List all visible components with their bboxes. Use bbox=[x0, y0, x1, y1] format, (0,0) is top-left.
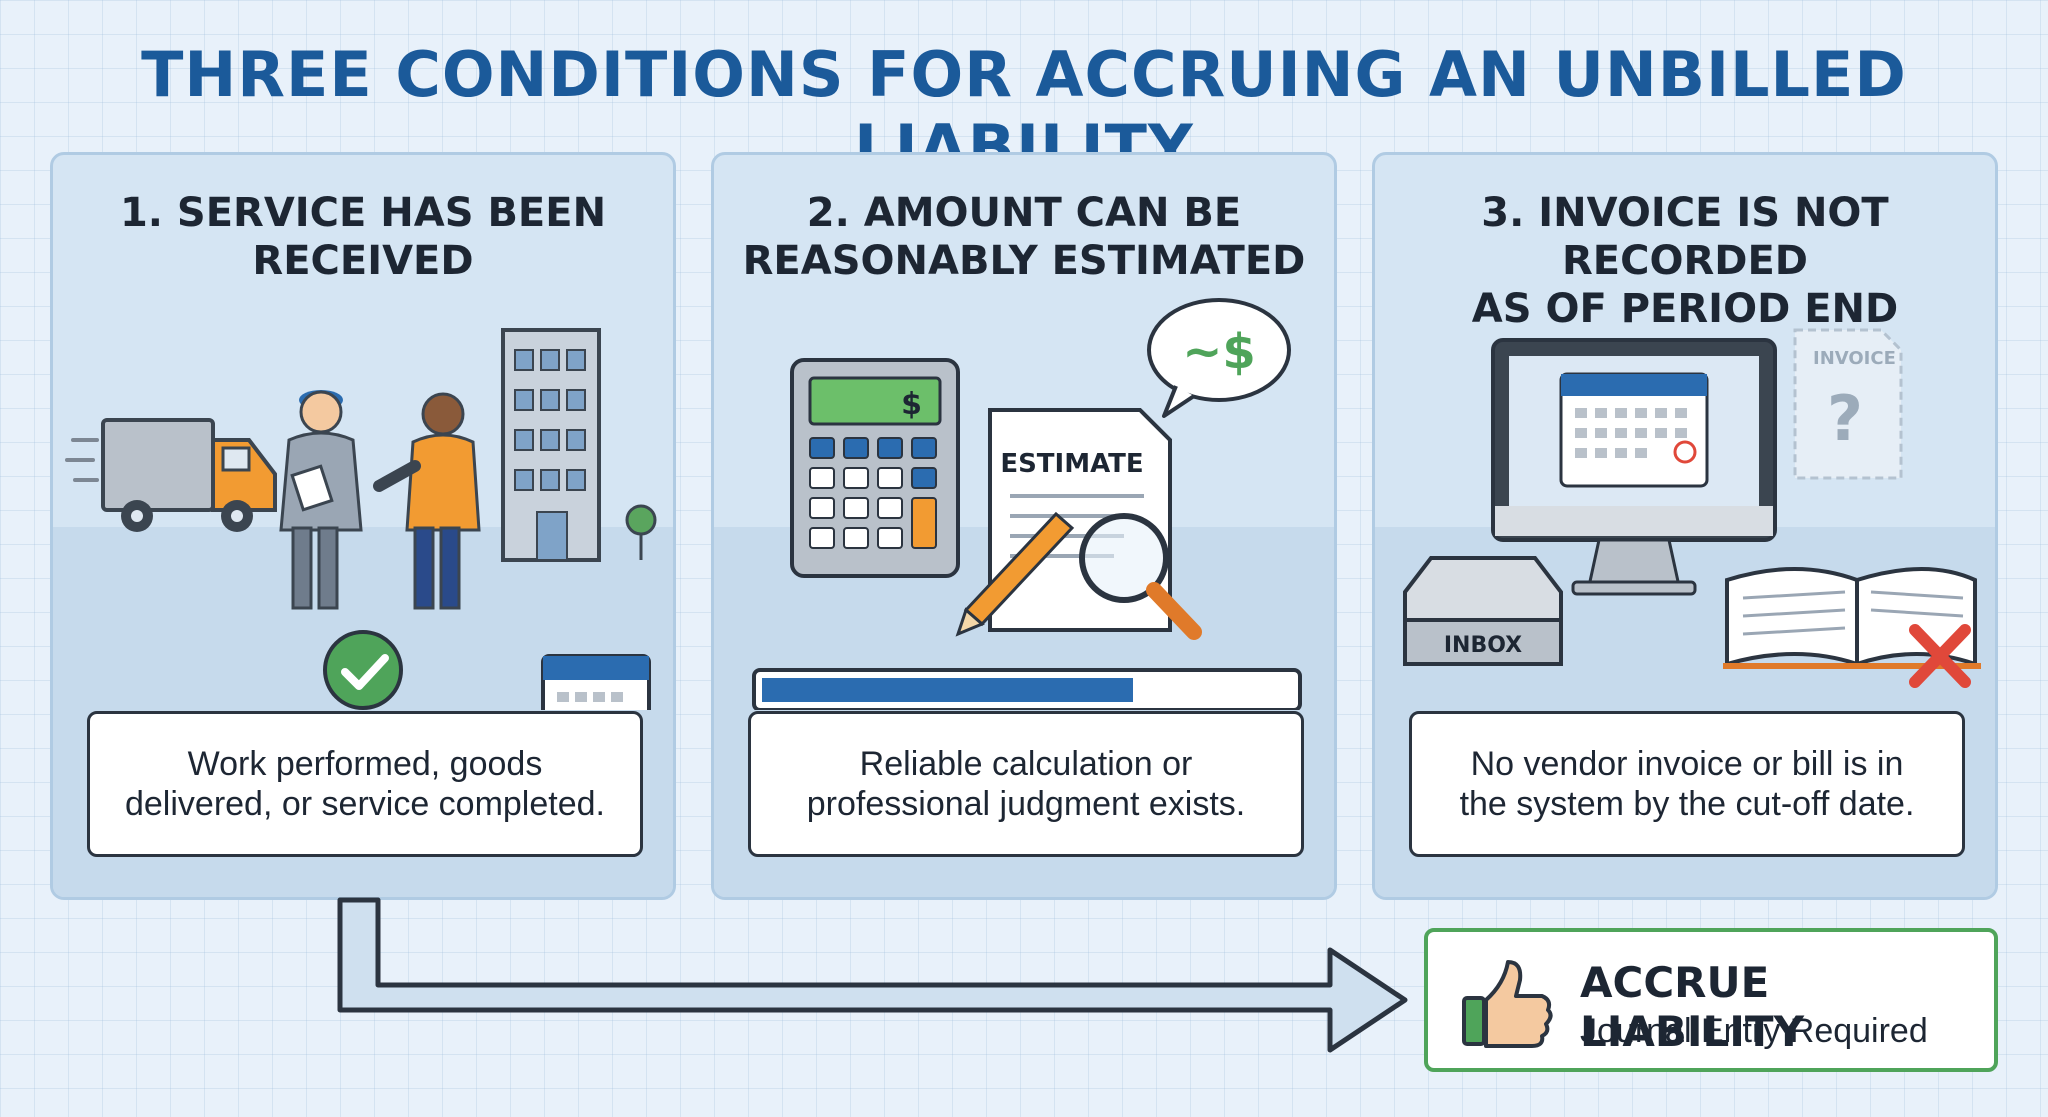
description-line: Work performed, goods bbox=[187, 745, 543, 783]
calendar-icon bbox=[541, 654, 651, 710]
inbox-label: INBOX bbox=[1444, 633, 1522, 658]
condition-title-line: 1. SERVICE HAS BEEN bbox=[119, 190, 607, 236]
checkmark-icon bbox=[323, 630, 403, 710]
estimate-progress-bar bbox=[752, 668, 1302, 710]
red-x-icon bbox=[1909, 624, 1971, 688]
condition-panel-invoice-not-recorded: 3. INVOICE IS NOT RECORDED AS OF PERIOD … bbox=[1372, 152, 1998, 900]
ledger-book-icon bbox=[1723, 567, 1981, 669]
page-title: THREE CONDITIONS FOR ACCRUING AN UNBILLE… bbox=[141, 38, 1907, 184]
condition-panel-amount-estimated: 2. AMOUNT CAN BE REASONABLY ESTIMATED $ … bbox=[711, 152, 1337, 900]
result-subtitle: Journal Entry Required bbox=[1580, 1012, 1928, 1050]
invoice-label: INVOICE bbox=[1813, 348, 1896, 369]
progress-fill bbox=[762, 678, 1133, 702]
description-line: professional judgment exists. bbox=[806, 785, 1246, 823]
thumbs-up-icon bbox=[1462, 960, 1553, 1048]
condition-title-line: AS OF PERIOD END bbox=[1471, 286, 1899, 332]
service-received-illustration bbox=[65, 328, 657, 710]
pencil-icon bbox=[955, 511, 1075, 637]
missing-invoice-icon: INVOICE ? bbox=[1793, 328, 1903, 480]
calculator-display-text: $ bbox=[901, 387, 922, 422]
calendar-icon bbox=[1559, 372, 1709, 488]
condition-description: No vendor invoice or bill is in the syst… bbox=[1409, 711, 1965, 857]
condition-title: 2. AMOUNT CAN BE REASONABLY ESTIMATED bbox=[734, 189, 1314, 285]
condition-title: 1. SERVICE HAS BEEN RECEIVED bbox=[73, 189, 653, 285]
condition-panel-service-received: 1. SERVICE HAS BEEN RECEIVED bbox=[50, 152, 676, 900]
description-line: delivered, or service completed. bbox=[124, 785, 605, 823]
invoice-not-recorded-illustration: INVOICE ? INBOX bbox=[1403, 328, 1981, 688]
estimate-label: ESTIMATE bbox=[1000, 449, 1143, 479]
delivery-worker-icon bbox=[279, 390, 363, 610]
condition-description: Reliable calculation or professional jud… bbox=[748, 711, 1304, 857]
result-box: ACCRUE LIABILITY Journal Entry Required bbox=[1424, 928, 1998, 1072]
description-line: No vendor invoice or bill is in bbox=[1470, 745, 1904, 783]
condition-title-line: RECEIVED bbox=[252, 238, 474, 284]
amount-estimated-illustration: $ ESTIMATE bbox=[752, 298, 1302, 710]
condition-title-line: 2. AMOUNT CAN BE bbox=[806, 190, 1242, 236]
tree-icon bbox=[625, 504, 657, 560]
result-title: ACCRUE LIABILITY bbox=[1580, 958, 1804, 1056]
condition-title: 3. INVOICE IS NOT RECORDED AS OF PERIOD … bbox=[1395, 189, 1975, 333]
calculator-icon: $ bbox=[790, 358, 960, 578]
question-mark-icon: ? bbox=[1827, 382, 1863, 455]
client-person-icon bbox=[373, 392, 481, 610]
condition-title-line: REASONABLY ESTIMATED bbox=[742, 238, 1306, 284]
condition-title-line: 3. INVOICE IS NOT RECORDED bbox=[1481, 190, 1889, 284]
magnifying-glass-icon bbox=[1079, 513, 1202, 640]
condition-description: Work performed, goods delivered, or serv… bbox=[87, 711, 643, 857]
description-line: Reliable calculation or bbox=[859, 745, 1193, 783]
office-building-icon bbox=[501, 328, 601, 562]
approximate-dollar-label: ~$ bbox=[1182, 324, 1256, 380]
inbox-tray-icon: INBOX bbox=[1403, 556, 1563, 666]
speed-lines-icon bbox=[65, 438, 99, 482]
speech-bubble-icon: ~$ bbox=[1147, 298, 1291, 418]
description-line: the system by the cut-off date. bbox=[1459, 785, 1915, 823]
delivery-truck-icon bbox=[101, 418, 277, 532]
